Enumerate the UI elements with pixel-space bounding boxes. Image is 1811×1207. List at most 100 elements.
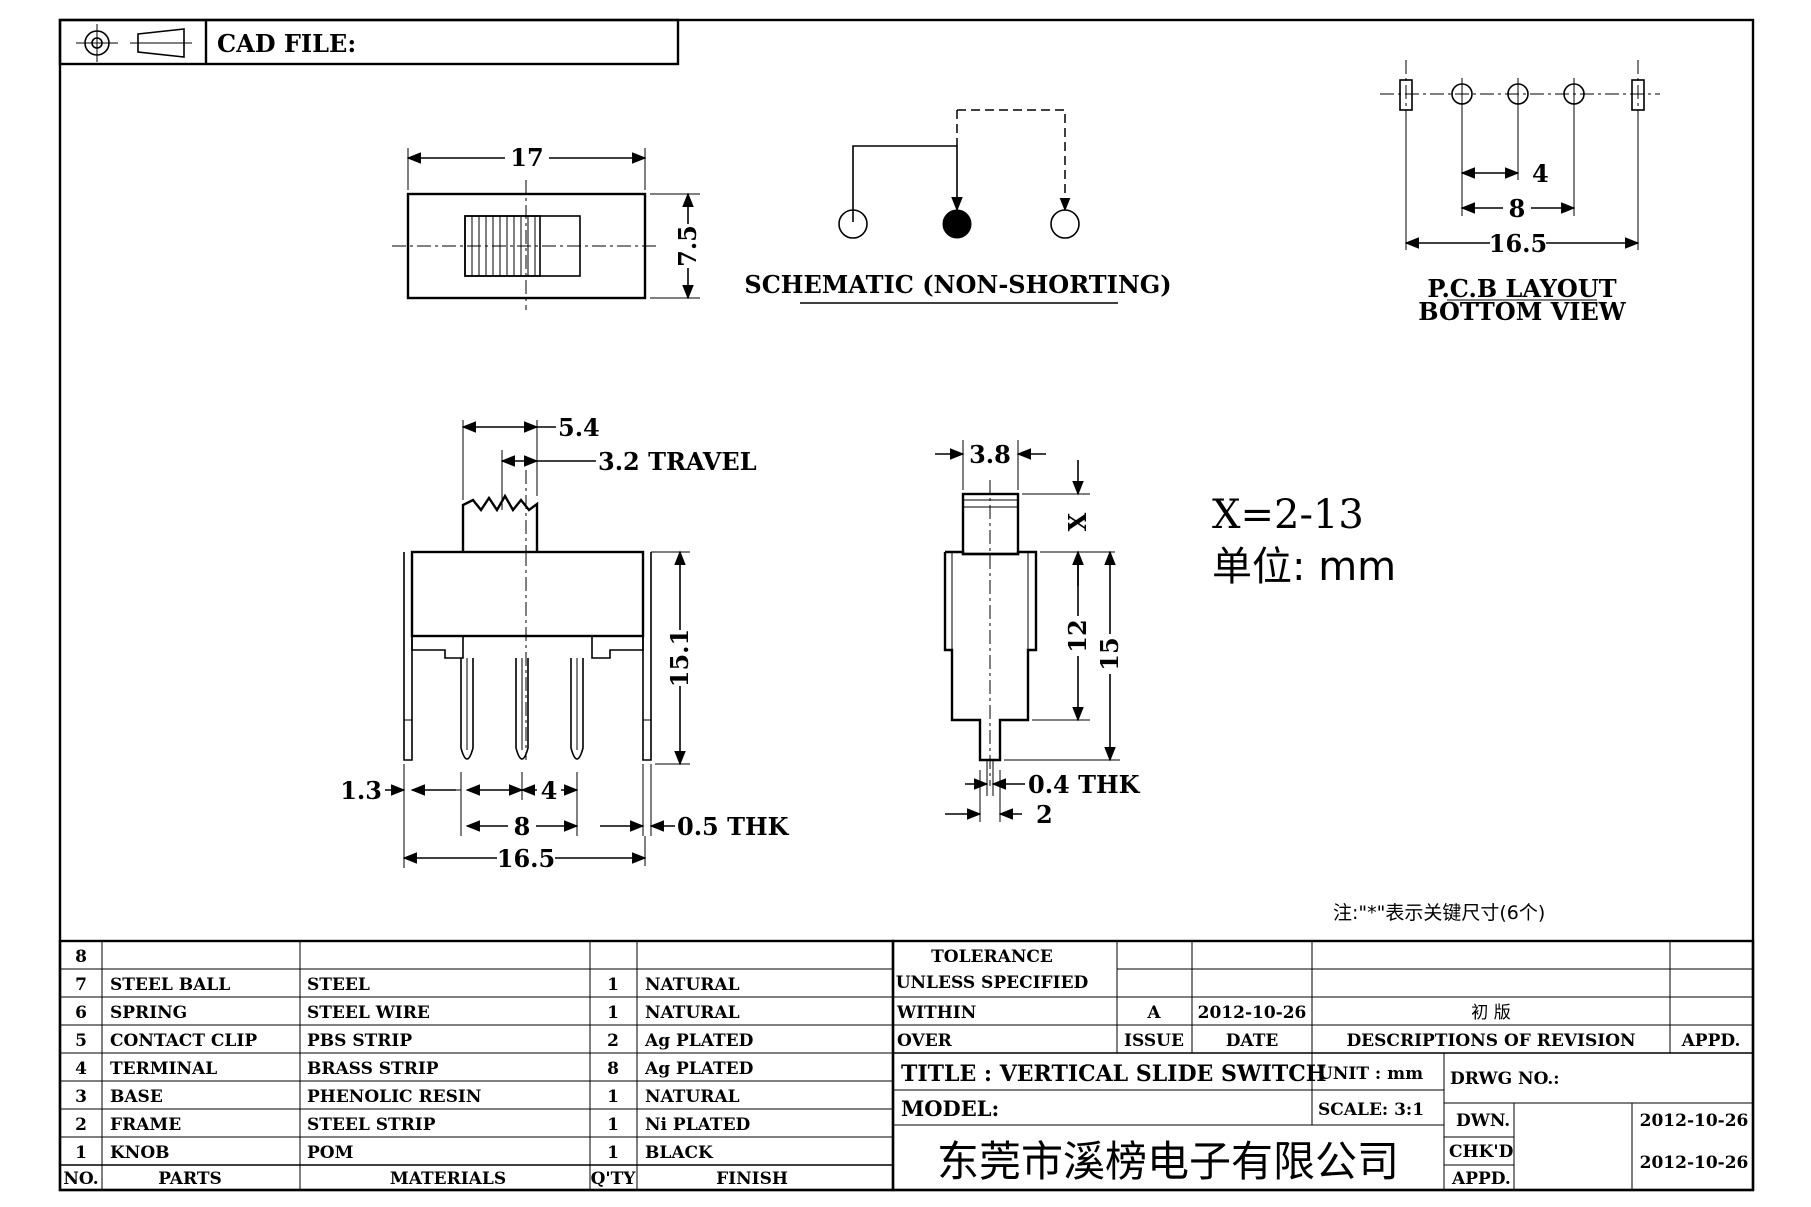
top-view: 17 7.5 <box>392 141 703 310</box>
pcb-dim-8: 8 <box>1509 194 1526 223</box>
bom-row: 1 KNOB POM 1 BLACK <box>75 1143 714 1163</box>
description-col-header: DESCRIPTIONS OF REVISION <box>1346 1031 1635 1051</box>
bom-row: 5 CONTACT CLIP PBS STRIP 2 Ag PLATED <box>75 1031 754 1051</box>
bom-row: 4 TERMINAL BRASS STRIP 8 Ag PLATED <box>75 1059 754 1079</box>
side-view: 3.8 X 12 15 0.4 THK 2 <box>935 440 1141 829</box>
over-label: OVER <box>897 1031 953 1051</box>
bom-header-qty: Q'TY <box>591 1169 637 1189</box>
bom-header-no: NO. <box>63 1169 98 1189</box>
schematic-terminal-left <box>838 209 868 239</box>
bom-row-finish: Ag PLATED <box>644 1031 754 1051</box>
pcb-layout: 4 8 16.5 P.C.B LAYOUT BOTTOM VIEW <box>1380 60 1660 326</box>
company-name: 东莞市溪榜电子有限公司 <box>937 1137 1399 1186</box>
bom-row-material: BRASS STRIP <box>307 1059 439 1079</box>
schematic-terminal-common <box>942 209 972 239</box>
bom-row-qty: 1 <box>607 1087 619 1107</box>
revision-description: 初 版 <box>1471 1003 1510 1023</box>
header-block: CAD FILE: <box>58 18 680 66</box>
bom-row-part: TERMINAL <box>110 1059 217 1079</box>
bom-row-finish: NATURAL <box>645 975 740 995</box>
bom-row-qty: 1 <box>607 975 619 995</box>
appd-col-header: APPD. <box>1681 1031 1741 1051</box>
schematic: SCHEMATIC (NON-SHORTING) <box>744 109 1172 304</box>
bom-row-no: 4 <box>75 1059 87 1079</box>
front-dim-thk: 0.5 THK <box>677 812 790 841</box>
side-dim-thk: 0.4 THK <box>1028 770 1141 799</box>
front-dim-1-3: 1.3 <box>340 776 382 805</box>
bom-header-finish: FINISH <box>716 1169 788 1189</box>
front-dim-5-4: 5.4 <box>558 413 600 442</box>
pcb-dim-16-5: 16.5 <box>1489 229 1547 258</box>
bom-row-qty: 2 <box>607 1031 619 1051</box>
bom-row: 2 FRAME STEEL STRIP 1 Ni PLATED <box>75 1115 750 1135</box>
bom-row-qty: 8 <box>607 1059 619 1079</box>
bom-row-material: PHENOLIC RESIN <box>307 1087 481 1107</box>
bom-row-part: FRAME <box>110 1115 181 1135</box>
bom-rows: 8 7 STEEL BALL STEEL 1 NATURAL 6 SPRING … <box>63 947 788 1189</box>
top-view-width-dim: 17 <box>510 143 543 172</box>
dwn-date: 2012-10-26 <box>1640 1111 1749 1131</box>
front-dim-15-1: 15.1 <box>665 629 694 687</box>
schematic-terminal-right <box>1050 209 1080 239</box>
unit-label: UNIT : mm <box>1318 1064 1423 1084</box>
side-dim-15: 15 <box>1095 637 1124 670</box>
bom-row-no: 5 <box>75 1031 87 1051</box>
chkd-date: 2012-10-26 <box>1640 1153 1749 1173</box>
bom-row-no: 7 <box>75 975 87 995</box>
model-label: MODEL: <box>901 1096 999 1121</box>
bom-row-finish: Ag PLATED <box>644 1059 754 1079</box>
chkd-label: CHK'D <box>1449 1142 1514 1162</box>
bom-row-part: SPRING <box>110 1003 187 1023</box>
third-angle-projection-icon <box>76 24 192 62</box>
bom-row-material: STEEL WIRE <box>307 1003 430 1023</box>
bom-row-no: 1 <box>75 1143 87 1163</box>
revision-issue: A <box>1146 1003 1161 1023</box>
bom-header-parts: PARTS <box>158 1169 222 1189</box>
issue-col-header: ISSUE <box>1124 1031 1184 1051</box>
pcb-caption-1: P.C.B LAYOUT <box>1427 274 1616 303</box>
x-range-note: X=2-13 <box>1212 492 1364 538</box>
side-dim-12: 12 <box>1063 619 1092 652</box>
drwg-no-label: DRWG NO.: <box>1450 1069 1560 1089</box>
bom-row-part: KNOB <box>110 1143 170 1163</box>
front-dim-8: 8 <box>514 812 531 841</box>
title-block: TOLERANCE UNLESS SPECIFIED WITHIN OVER A… <box>891 939 1755 1192</box>
appd-label: APPD. <box>1451 1169 1511 1189</box>
drawing-title: TITLE : VERTICAL SLIDE SWITCH <box>901 1061 1327 1087</box>
bom-row-no: 8 <box>75 947 87 967</box>
unit-note: 单位: mm <box>1212 544 1396 590</box>
front-dim-travel: 3.2 TRAVEL <box>598 447 757 476</box>
bom-row-part: CONTACT CLIP <box>110 1031 257 1051</box>
within-label: WITHIN <box>896 1003 976 1023</box>
bom-row-part: BASE <box>110 1087 163 1107</box>
bom-row-finish: Ni PLATED <box>645 1115 751 1135</box>
bom-table <box>58 939 895 1192</box>
schematic-caption: SCHEMATIC (NON-SHORTING) <box>744 270 1171 299</box>
bom-row-material: STEEL STRIP <box>307 1115 436 1135</box>
bom-row-material: PBS STRIP <box>307 1031 412 1051</box>
bom-row-part: STEEL BALL <box>110 975 230 995</box>
bom-row-finish: NATURAL <box>645 1003 740 1023</box>
bom-header-materials: MATERIALS <box>390 1169 506 1189</box>
cad-file-label: CAD FILE: <box>217 29 356 58</box>
bom-row: 7 STEEL BALL STEEL 1 NATURAL <box>75 975 740 995</box>
tolerance-sub-label: UNLESS SPECIFIED <box>896 973 1089 993</box>
tolerance-label: TOLERANCE <box>931 947 1053 967</box>
front-dim-16-5: 16.5 <box>497 844 555 873</box>
front-view: 5.4 3.2 TRAVEL 15.1 1.3 4 8 0.5 <box>340 413 789 873</box>
bom-row-qty: 1 <box>607 1115 619 1135</box>
bom-row-finish: NATURAL <box>645 1087 740 1107</box>
bom-row-qty: 1 <box>607 1003 619 1023</box>
bom-row: 8 <box>75 947 87 967</box>
side-dim-2: 2 <box>1036 800 1053 829</box>
dwn-label: DWN. <box>1456 1111 1510 1131</box>
bom-row-no: 3 <box>75 1087 87 1107</box>
pcb-dim-4: 4 <box>1532 159 1549 188</box>
bom-header-row: NO. PARTS MATERIALS Q'TY FINISH <box>63 1169 788 1189</box>
bom-row-no: 2 <box>75 1115 87 1135</box>
side-dim-x: X <box>1063 512 1092 531</box>
front-dim-4: 4 <box>541 776 558 805</box>
date-col-header: DATE <box>1226 1031 1279 1051</box>
bom-row: 3 BASE PHENOLIC RESIN 1 NATURAL <box>75 1087 740 1107</box>
